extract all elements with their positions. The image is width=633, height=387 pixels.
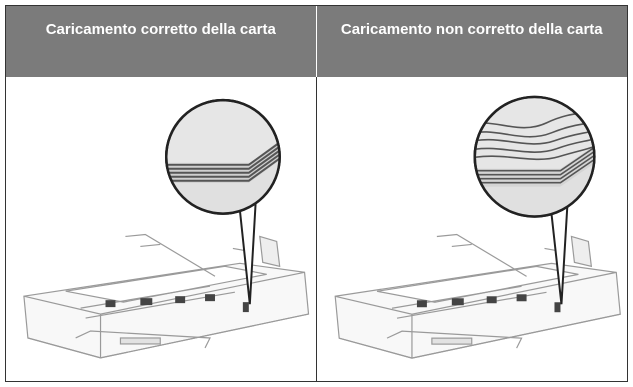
header-incorrect-loading: Caricamento non corretto della carta [316, 6, 627, 77]
paper-tray-correct-image [23, 98, 310, 359]
incorrect-loading-illustration [316, 77, 627, 381]
paper-tray-incorrect-image [334, 95, 621, 359]
comparison-table: Caricamento corretto della carta Caricam… [5, 5, 628, 382]
correct-loading-illustration [6, 77, 317, 381]
header-correct-loading: Caricamento corretto della carta [6, 6, 317, 77]
